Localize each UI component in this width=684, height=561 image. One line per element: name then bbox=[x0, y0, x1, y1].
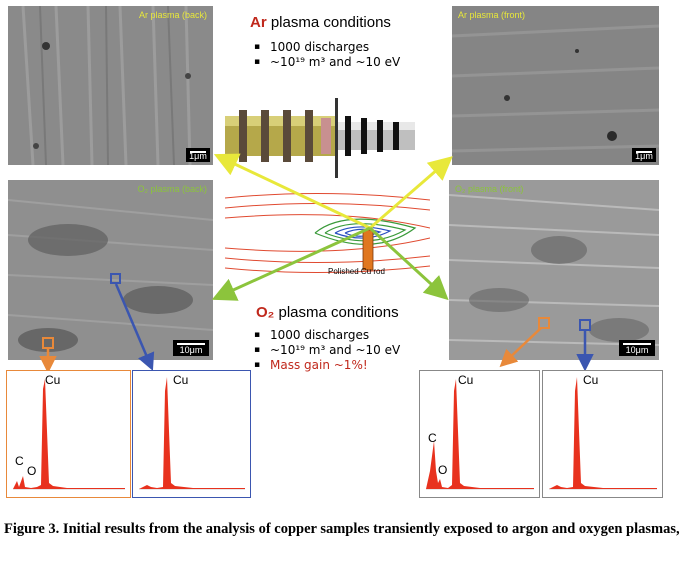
o2-conditions-title: O₂ plasma conditions bbox=[256, 304, 399, 321]
peak-label: Cu bbox=[458, 373, 474, 387]
o2-condition-item: ~10¹⁹ m³ and ~10 eV bbox=[252, 343, 400, 358]
micrograph-o2-back: O₂ plasma (back) 10μm bbox=[8, 180, 213, 360]
micrograph-label: O₂ plasma (back) bbox=[137, 184, 207, 194]
scale-bar: 1μm bbox=[632, 148, 656, 162]
micrograph-label: Ar plasma (back) bbox=[138, 10, 207, 20]
peak-label: Cu bbox=[173, 373, 189, 387]
micrograph-label: Ar plasma (front) bbox=[458, 10, 526, 20]
peak-label: O bbox=[438, 463, 448, 477]
ar-conditions-list: 1000 discharges ~10¹⁹ m³ and ~10 eV bbox=[252, 40, 400, 70]
o2-conditions-list: 1000 discharges ~10¹⁹ m³ and ~10 eV Mass… bbox=[252, 328, 400, 373]
rod-label: Polished Cu rod bbox=[328, 267, 385, 276]
micrograph-label: O₂ plasma (front) bbox=[455, 184, 524, 194]
micrograph-ar-back: Ar plasma (back) 1μm bbox=[8, 6, 213, 165]
orange-arrows bbox=[39, 317, 550, 374]
peak-label: O bbox=[27, 464, 37, 478]
ar-condition-item: 1000 discharges bbox=[252, 40, 400, 55]
arrows-overlay bbox=[39, 153, 594, 374]
scale-bar: 10μm bbox=[619, 340, 655, 356]
blue-arrows bbox=[114, 283, 594, 372]
peak-label: C bbox=[15, 454, 24, 468]
figure-caption: Figure 3. Initial results from the analy… bbox=[4, 521, 680, 537]
eds-spectrum: Cu bbox=[542, 370, 663, 498]
o2-condition-item: Mass gain ~1%! bbox=[252, 358, 400, 373]
peak-label: Cu bbox=[583, 373, 599, 387]
scale-bar: 1μm bbox=[186, 148, 210, 162]
green-arrows bbox=[211, 226, 449, 301]
micrograph-ar-front: Ar plasma (front) 1μm bbox=[452, 6, 659, 165]
yellow-arrows bbox=[213, 153, 453, 230]
eds-spectrum: Cu C O bbox=[419, 370, 540, 498]
flux-diagram: Polished Cu rod bbox=[224, 188, 431, 278]
peak-label: Cu bbox=[45, 373, 61, 387]
micrograph-o2-front: O₂ plasma (front) 10μm bbox=[449, 180, 659, 360]
electrode-photo bbox=[225, 88, 430, 184]
o2-condition-item: 1000 discharges bbox=[252, 328, 400, 343]
ar-condition-item: ~10¹⁹ m³ and ~10 eV bbox=[252, 55, 400, 70]
ar-conditions-title: Ar plasma conditions bbox=[250, 14, 391, 31]
eds-spectrum: Cu C O bbox=[6, 370, 131, 498]
peak-label: C bbox=[428, 431, 437, 445]
scale-bar: 10μm bbox=[173, 340, 209, 356]
eds-spectrum: Cu bbox=[132, 370, 251, 498]
